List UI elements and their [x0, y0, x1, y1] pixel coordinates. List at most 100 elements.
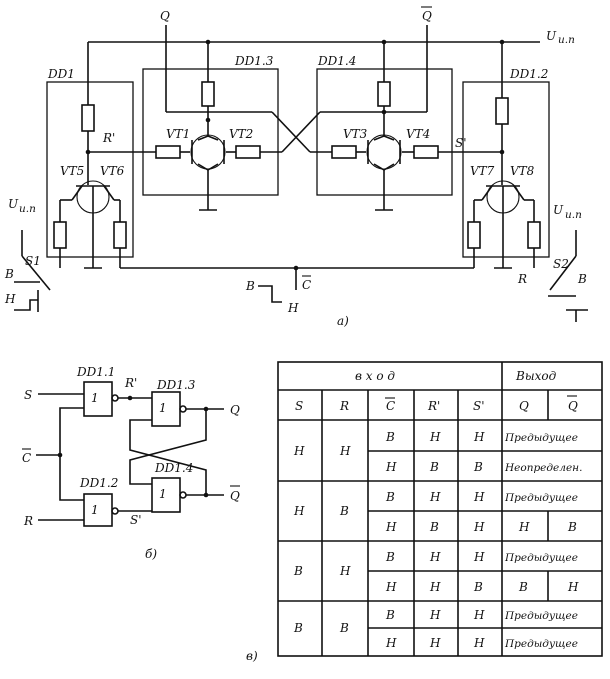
g2r2-rp: В	[429, 520, 439, 534]
dd12-one: 1	[91, 503, 99, 517]
circuit-b: S C R DD1.1 1 DD1.2 1 R' DD1.3 1 Q S' DD…	[22, 365, 240, 561]
g4-s: В	[293, 621, 303, 635]
g4r1-out: Предыдущее	[504, 610, 578, 622]
s1-label: S1	[25, 254, 41, 268]
g4-r: В	[339, 621, 349, 635]
g4r1-rp: Н	[429, 608, 441, 622]
s2-level-b: В	[577, 272, 587, 286]
vt4-label: VT4	[406, 127, 430, 141]
g2r1-c: В	[385, 490, 395, 504]
s-prime-label-b: S'	[130, 513, 142, 527]
c-bar-label: C	[302, 278, 311, 292]
g2-s: Н	[293, 504, 305, 518]
vt3-label: VT3	[343, 127, 368, 141]
supply-sub-left: и.п	[19, 203, 36, 215]
dd13-label: DD1.3	[234, 54, 274, 68]
c-level-h: Н	[287, 301, 299, 315]
vt7-label: VT7	[470, 164, 495, 178]
g3-s: В	[293, 564, 303, 578]
resistor-vt2-base	[235, 145, 261, 159]
circuit-a: Q Q U и.п DD1 DD1.3 DD1.4 DD1.2 R' VT5 V…	[4, 6, 588, 328]
dd14-one: 1	[159, 487, 167, 501]
q-output-label: Q	[160, 9, 170, 23]
col-header-rp: R'	[427, 399, 440, 413]
caption-a: а)	[337, 314, 349, 328]
col-header-qbar: Q	[568, 399, 578, 413]
r-input-label-b: R	[23, 514, 33, 528]
g3-r: Н	[339, 564, 351, 578]
supply-sub-top: и.п	[558, 34, 575, 46]
cross-link-2	[281, 111, 321, 153]
col-header-s: S	[295, 399, 303, 413]
g2r1-out: Предыдущее	[504, 492, 578, 504]
g1r1-out: Предыдущее	[504, 432, 578, 444]
vt3-vt4-circle	[366, 134, 402, 170]
g4r1-c: В	[385, 608, 395, 622]
resistor-r1	[81, 104, 95, 132]
dd1-label: DD1	[47, 67, 75, 81]
vt2-label: VT2	[229, 127, 253, 141]
supply-label-top: U	[546, 29, 557, 43]
resistor-dd14	[377, 81, 391, 107]
vt6-label: VT6	[100, 164, 125, 178]
q-bar-output-label-b: Q	[230, 489, 240, 503]
vt8-label: VT8	[510, 164, 535, 178]
col-header-r: R	[339, 399, 349, 413]
g3r2-q: В	[518, 580, 528, 594]
truth-table: в х о д Выход S R C R' S' Q Q Н Н В Н Н …	[246, 361, 603, 663]
s-input-label: S	[24, 388, 32, 402]
supply-label-right: U	[553, 203, 564, 217]
g1r1-rp: Н	[429, 430, 441, 444]
dd14-label: DD1.4	[317, 54, 356, 68]
cross-link-1	[271, 111, 311, 153]
dd1-box	[46, 81, 134, 258]
caption-c: в)	[246, 649, 258, 663]
resistor-vt4-base	[413, 145, 439, 159]
vt5-label: VT5	[60, 164, 84, 178]
g4r1-sp: Н	[473, 608, 485, 622]
vt1-vt2-circle	[190, 134, 226, 170]
g3r2-rp: Н	[429, 580, 441, 594]
dd13-box	[142, 68, 279, 196]
g1r1-c: В	[385, 430, 395, 444]
g3r2-c: Н	[385, 580, 397, 594]
dd14-label-b: DD1.4	[154, 461, 193, 475]
dd12-inverter-bubble	[111, 507, 119, 515]
g3r1-sp: Н	[473, 550, 485, 564]
dd11-label: DD1.1	[76, 365, 115, 379]
supply-label-left: U	[8, 197, 19, 211]
col-header-q: Q	[519, 399, 529, 413]
g4r2-sp: Н	[473, 636, 485, 650]
g3r1-rp: Н	[429, 550, 441, 564]
resistor-vt8	[527, 221, 541, 249]
g4r2-out: Предыдущее	[504, 638, 578, 650]
dd12-label: DD1.2	[509, 67, 548, 81]
dd13-label-b: DD1.3	[156, 378, 196, 392]
dd13-one: 1	[159, 401, 167, 415]
g3r2-qbar: Н	[567, 580, 579, 594]
s1-level-b: В	[4, 267, 14, 281]
q-bar-output-label: Q	[422, 9, 432, 23]
col-header-c: C	[386, 399, 395, 413]
vt1-label: VT1	[166, 127, 190, 141]
dd11-inverter-bubble	[111, 394, 119, 402]
dd13-inverter-bubble	[179, 405, 187, 413]
resistor-vt6	[113, 221, 127, 249]
g2r2-q: Н	[518, 520, 530, 534]
g1r1-sp: Н	[473, 430, 485, 444]
dd11-one: 1	[91, 391, 99, 405]
r-prime-label: R'	[102, 131, 115, 145]
resistor-dd13	[201, 81, 215, 107]
c-bar-input-label: C	[22, 451, 31, 465]
s-prime-label: S'	[455, 136, 467, 150]
g1r2-out: Неопределен.	[504, 462, 582, 474]
g2r1-sp: Н	[473, 490, 485, 504]
r-prime-label-b: R'	[124, 376, 137, 390]
resistor-vt5	[53, 221, 67, 249]
resistor-r2	[495, 97, 509, 125]
resistor-vt3-base	[331, 145, 357, 159]
resistor-vt7	[467, 221, 481, 249]
s1-level-h: Н	[4, 292, 16, 306]
g4r2-rp: Н	[429, 636, 441, 650]
